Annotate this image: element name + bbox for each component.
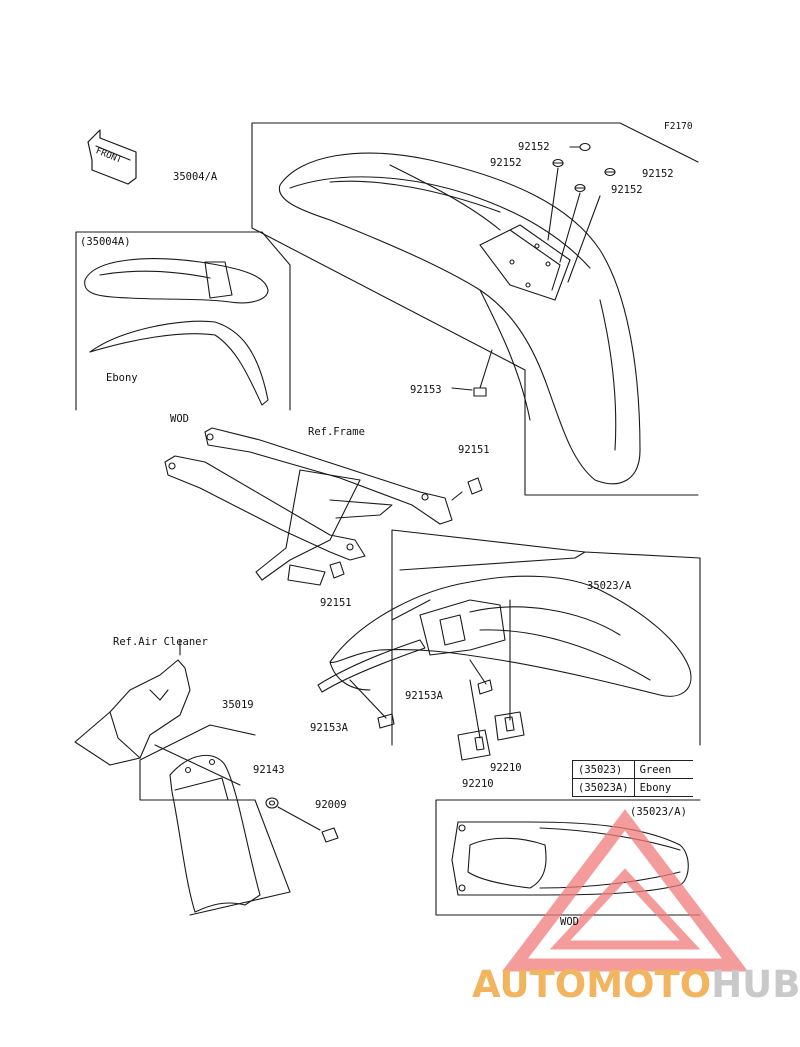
legend-code: (35023) bbox=[572, 760, 635, 779]
bolts-92153a bbox=[349, 659, 493, 729]
watermark-logo: AUTOMOTOHUB bbox=[472, 963, 800, 1006]
legend-row: (35023A) Ebony bbox=[572, 778, 693, 797]
inset-35004a-frame bbox=[75, 231, 291, 411]
legend-color: Ebony bbox=[633, 778, 693, 797]
mud-flap bbox=[169, 754, 261, 913]
washers-92152 bbox=[547, 142, 616, 283]
label-92152-c: 92152 bbox=[642, 168, 674, 180]
label-35023: 35023/A bbox=[587, 580, 632, 592]
label-92210-a: 92210 bbox=[490, 762, 522, 774]
color-legend-table: (35023) Green (35023A) Ebony bbox=[572, 760, 693, 797]
label-ref-air-cleaner: Ref.Air Cleaner bbox=[113, 636, 208, 648]
rear-fender-strap bbox=[317, 639, 426, 693]
label-92152-a: 92152 bbox=[518, 141, 550, 153]
mud-flap-frame bbox=[139, 724, 291, 916]
bolt-92153 bbox=[451, 349, 493, 397]
label-ebony: Ebony bbox=[106, 372, 138, 384]
label-92152-b: 92152 bbox=[490, 157, 522, 169]
label-35004: 35004/A bbox=[173, 171, 218, 183]
front-arrow-icon bbox=[87, 129, 137, 185]
label-92153: 92153 bbox=[410, 384, 442, 396]
nuts-92210 bbox=[457, 599, 525, 761]
watermark-triangle-icon bbox=[501, 809, 749, 972]
label-92151-b: 92151 bbox=[320, 597, 352, 609]
front-fender-frame bbox=[251, 122, 699, 496]
mount-line bbox=[154, 744, 321, 831]
label-wod-1: WOD bbox=[170, 413, 189, 425]
air-cleaner-ref bbox=[74, 639, 191, 766]
inset-fender-side bbox=[89, 320, 269, 406]
rear-fender-frame bbox=[391, 529, 701, 746]
rear-fender bbox=[329, 575, 692, 697]
bolts-92151 bbox=[329, 477, 483, 579]
label-35023a: (35023/A) bbox=[630, 806, 687, 818]
label-wod-2: WOD bbox=[560, 916, 579, 928]
label-35019: 35019 bbox=[222, 699, 254, 711]
inset-fender-top bbox=[84, 258, 269, 304]
screw-92009 bbox=[321, 827, 339, 843]
collar-92143 bbox=[265, 797, 279, 809]
watermark-text-a: AUTOMOTO bbox=[472, 963, 712, 1006]
legend-row: (35023) Green bbox=[572, 760, 693, 779]
label-92210-b: 92210 bbox=[462, 778, 494, 790]
inset-35023a-frame bbox=[435, 799, 701, 916]
label-92152-d: 92152 bbox=[611, 184, 643, 196]
figure-code: F2170 bbox=[664, 121, 693, 132]
label-92153a-b: 92153A bbox=[405, 690, 443, 702]
front-fender bbox=[278, 152, 641, 485]
label-92153a-a: 92153A bbox=[310, 722, 348, 734]
legend-code: (35023A) bbox=[572, 778, 635, 797]
label-92151-a: 92151 bbox=[458, 444, 490, 456]
legend-color: Green bbox=[633, 760, 693, 779]
watermark-text-b: HUB bbox=[711, 963, 800, 1006]
label-35004a: (35004A) bbox=[80, 236, 131, 248]
label-92143: 92143 bbox=[253, 764, 285, 776]
rear-subframe bbox=[164, 427, 453, 586]
label-ref-frame: Ref.Frame bbox=[308, 426, 365, 438]
label-92009: 92009 bbox=[315, 799, 347, 811]
